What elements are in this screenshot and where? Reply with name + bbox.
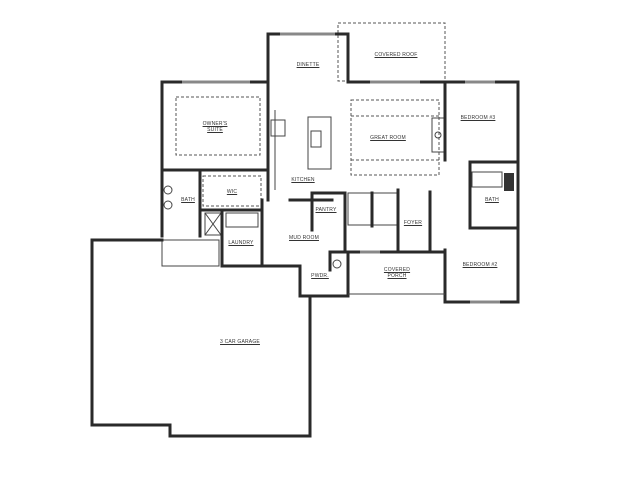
room-label-pantry: PANTRY bbox=[315, 207, 337, 213]
washer-dryer bbox=[225, 212, 259, 228]
room-label-covered-roof: COVERED ROOF bbox=[374, 52, 418, 58]
room-label-bedroom-2: BEDROOM #2 bbox=[462, 262, 498, 268]
room-label-wic: WIC bbox=[226, 189, 238, 195]
room-label-mud-room: MUD ROOM bbox=[289, 235, 319, 241]
wic-shelving bbox=[202, 175, 262, 207]
room-label-covered-porch: COVERED PORCH bbox=[383, 267, 411, 279]
room-label-foyer: FOYER bbox=[403, 220, 423, 226]
bathtub bbox=[471, 171, 503, 188]
room-label-garage: 3 CAR GARAGE bbox=[220, 339, 260, 345]
room-label-bedroom-3: BEDROOM #3 bbox=[460, 115, 496, 121]
room-label-kitchen: KITCHEN bbox=[291, 177, 315, 183]
covered-roof-outline bbox=[337, 22, 446, 82]
room-label-bath-owner: BATH bbox=[181, 197, 195, 203]
range bbox=[270, 119, 286, 137]
kitchen-island bbox=[307, 116, 332, 170]
garage-stairs bbox=[161, 239, 220, 267]
room-label-great-room: GREAT ROOM bbox=[370, 135, 406, 141]
room-label-owners-suite: OWNER'S SUITE bbox=[202, 121, 228, 133]
room-label-powder: PWDR. bbox=[311, 273, 329, 279]
room-label-bath-hall: BATH bbox=[485, 197, 499, 203]
linen bbox=[504, 173, 514, 191]
room-label-dinette: DINETTE bbox=[296, 62, 320, 68]
fireplace bbox=[431, 117, 445, 153]
owners-suite-ceiling bbox=[175, 96, 261, 156]
room-label-laundry: LAUNDRY bbox=[228, 240, 254, 246]
